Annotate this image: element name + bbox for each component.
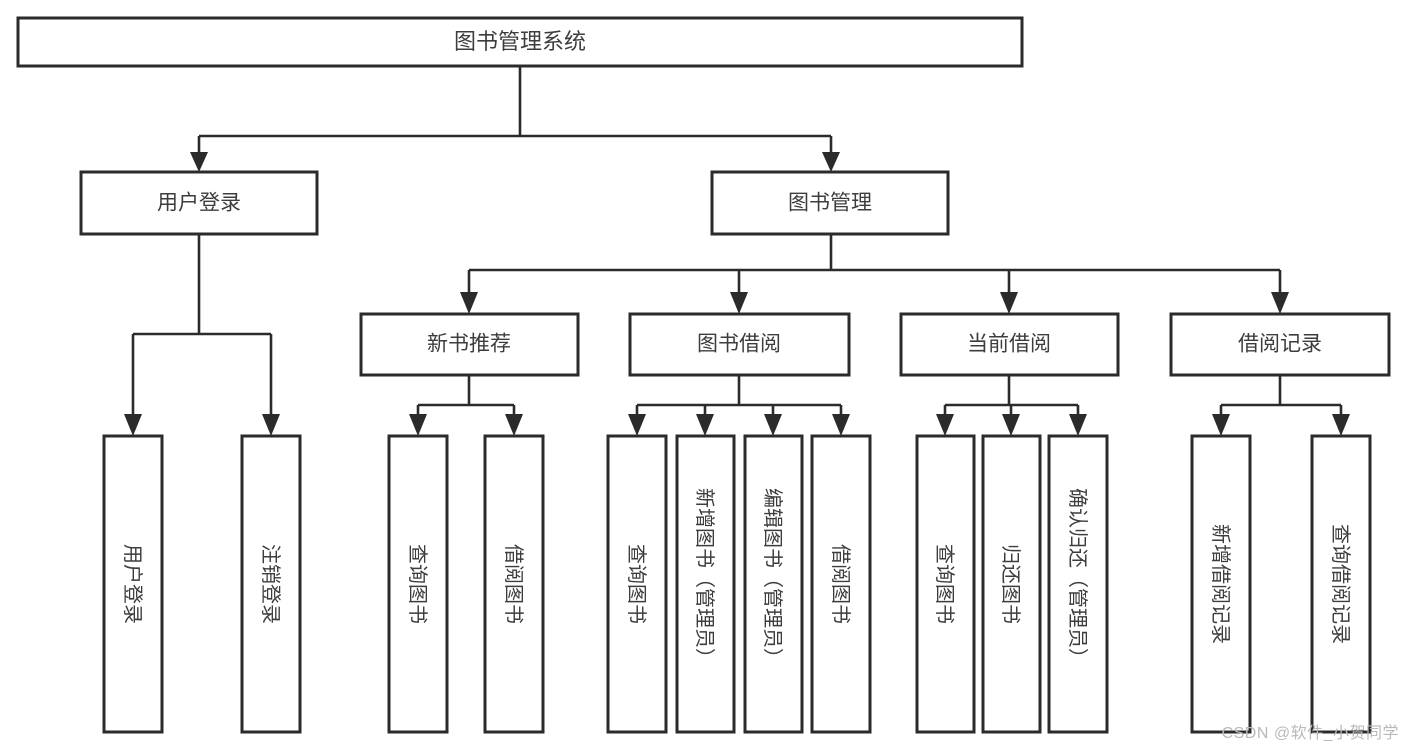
node-new-book-recommend-label: 新书推荐 — [427, 333, 511, 356]
arrow-current-borrow-child-3 — [1069, 414, 1087, 436]
leaf-user-login-1-label: 用户登录 — [121, 544, 144, 624]
leaf-book-borrow-2-label: 新增图书（管理员） — [693, 488, 716, 668]
leaf-user-login-1-box[interactable] — [102, 434, 164, 734]
leaf-book-borrow-3-label: 编辑图书（管理员） — [761, 488, 784, 668]
arrow-book-borrow-child-4 — [832, 414, 850, 436]
leaf-user-login-1[interactable]: 用户登录 — [102, 434, 164, 734]
leaf-borrow-records-1[interactable]: 新增借阅记录 — [1190, 434, 1252, 734]
node-book-manage-box[interactable] — [710, 170, 950, 236]
leaf-borrow-records-2[interactable]: 查询借阅记录 — [1310, 434, 1372, 734]
leaf-user-login-2-box[interactable] — [240, 434, 302, 734]
leaf-new-book-1-box[interactable] — [387, 434, 449, 734]
leaf-book-borrow-4-box[interactable] — [810, 434, 872, 734]
leaf-new-book-2-label: 借阅图书 — [502, 544, 525, 624]
node-current-borrow[interactable]: 当前借阅 — [899, 312, 1120, 377]
arrow-borrow-records-child-2 — [1332, 414, 1350, 436]
arrow-user-login-child-2 — [262, 414, 280, 436]
leaf-book-borrow-1-label: 查询图书 — [625, 544, 648, 624]
leaf-book-borrow-2-box[interactable] — [675, 434, 736, 734]
arrow-to-borrow-records — [1271, 292, 1289, 314]
node-book-manage-label: 图书管理 — [788, 192, 872, 215]
leaf-current-borrow-2-label: 归还图书 — [999, 544, 1022, 624]
node-new-book-recommend[interactable]: 新书推荐 — [359, 312, 580, 377]
leaf-user-login-2-label: 注销登录 — [259, 544, 282, 624]
leaf-current-borrow-1[interactable]: 查询图书 — [915, 434, 976, 734]
node-borrow-records-box[interactable] — [1169, 312, 1391, 377]
arrow-current-borrow-child-1 — [936, 414, 954, 436]
arrow-to-user-login — [190, 152, 208, 172]
arrow-new-book-child-1 — [409, 414, 427, 436]
leaf-current-borrow-3-box[interactable] — [1047, 434, 1109, 734]
leaf-current-borrow-2[interactable]: 归还图书 — [981, 434, 1042, 734]
arrow-book-borrow-child-2 — [696, 414, 714, 436]
arrow-new-book-child-2 — [505, 414, 523, 436]
leaf-borrow-records-2-box[interactable] — [1310, 434, 1372, 734]
arrow-to-current-borrow — [1000, 292, 1018, 314]
node-user-login-label: 用户登录 — [157, 192, 241, 215]
node-user-login[interactable]: 用户登录 — [79, 170, 319, 236]
node-root[interactable]: 图书管理系统 — [16, 16, 1024, 68]
leaf-borrow-records-1-box[interactable] — [1190, 434, 1252, 734]
node-root-box[interactable] — [16, 16, 1024, 68]
csdn-watermark: CSDN @软件_小贺同学 — [1221, 725, 1399, 742]
leaf-new-book-1-label: 查询图书 — [406, 544, 429, 624]
leaf-book-borrow-1-box[interactable] — [606, 434, 668, 734]
arrow-to-book-borrow — [730, 292, 748, 314]
arrow-borrow-records-child-1 — [1212, 414, 1230, 436]
arrow-user-login-child-1 — [124, 414, 142, 436]
node-root-label: 图书管理系统 — [454, 29, 586, 54]
leaf-book-borrow-1[interactable]: 查询图书 — [606, 434, 668, 734]
node-borrow-records-label: 借阅记录 — [1238, 333, 1322, 356]
leaf-new-book-1[interactable]: 查询图书 — [387, 434, 449, 734]
node-current-borrow-box[interactable] — [899, 312, 1120, 377]
arrow-book-borrow-child-3 — [764, 414, 782, 436]
node-book-manage[interactable]: 图书管理 — [710, 170, 950, 236]
node-current-borrow-label: 当前借阅 — [967, 333, 1051, 356]
connectors — [124, 66, 1350, 436]
leaf-book-borrow-4-label: 借阅图书 — [829, 544, 852, 624]
node-user-login-box[interactable] — [79, 170, 319, 236]
node-new-book-recommend-box[interactable] — [359, 312, 580, 377]
leaf-new-book-2-box[interactable] — [483, 434, 545, 734]
arrow-book-borrow-child-1 — [628, 414, 646, 436]
node-book-borrow-box[interactable] — [628, 312, 851, 377]
leaf-borrow-records-1-label: 新增借阅记录 — [1209, 524, 1232, 644]
leaf-current-borrow-2-box[interactable] — [981, 434, 1042, 734]
leaf-current-borrow-1-label: 查询图书 — [933, 544, 956, 624]
arrow-to-new-book — [460, 292, 478, 314]
leaf-current-borrow-3-label: 确认归还（管理员） — [1066, 488, 1089, 668]
node-book-borrow[interactable]: 图书借阅 — [628, 312, 851, 377]
leaf-current-borrow-1-box[interactable] — [915, 434, 976, 734]
leaf-book-borrow-3[interactable]: 编辑图书（管理员） — [743, 434, 804, 734]
leaf-borrow-records-2-label: 查询借阅记录 — [1329, 524, 1352, 644]
leaf-book-borrow-2[interactable]: 新增图书（管理员） — [675, 434, 736, 734]
node-book-borrow-label: 图书借阅 — [697, 333, 781, 356]
leaf-user-login-2[interactable]: 注销登录 — [240, 434, 302, 734]
node-borrow-records[interactable]: 借阅记录 — [1169, 312, 1391, 377]
leaf-book-borrow-3-box[interactable] — [743, 434, 804, 734]
leaf-book-borrow-4[interactable]: 借阅图书 — [810, 434, 872, 734]
leaf-new-book-2[interactable]: 借阅图书 — [483, 434, 545, 734]
arrow-current-borrow-child-2 — [1002, 414, 1020, 436]
arrow-to-book-manage — [822, 152, 840, 172]
leaf-current-borrow-3[interactable]: 确认归还（管理员） — [1047, 434, 1109, 734]
